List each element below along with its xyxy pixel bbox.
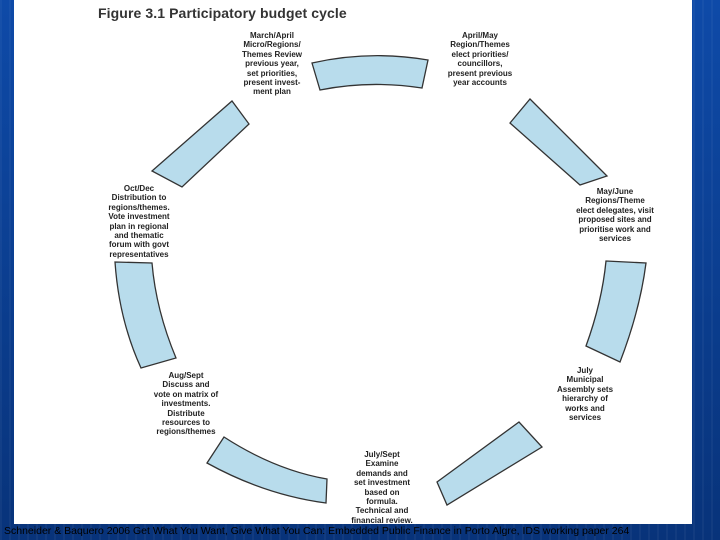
stage-april-may: April/May Region/Themes elect priorities… (432, 31, 528, 87)
stage-text: Distribution to regions/themes. Vote inv… (108, 193, 170, 259)
arc-segment-july-sept (206, 436, 328, 504)
stage-oct-dec: Oct/Dec Distribution to regions/themes. … (94, 184, 184, 259)
stage-heading: Aug/Sept (168, 371, 204, 380)
arc-segment-may-june (585, 260, 647, 363)
arc-segment-april-may-top (311, 55, 429, 91)
arc-segment-march-april (150, 100, 250, 188)
stage-may-june: May/June Regions/Theme elect delegates, … (560, 187, 670, 243)
stage-aug-sept: Aug/Sept Discuss and vote on matrix of i… (138, 371, 234, 437)
stage-text: Examine demands and set investment based… (351, 459, 413, 525)
stage-heading: Oct/Dec (123, 184, 155, 193)
arc-segment-july (436, 421, 544, 506)
stage-march-april: March/April Micro/Regions/ Themes Review… (224, 31, 320, 97)
arc-segment-april-may-right (509, 98, 609, 186)
stage-heading: July/Sept (364, 450, 400, 459)
stage-text: Regions/Theme elect delegates, visit pro… (576, 196, 654, 244)
stage-july: July Municipal Assembly sets hierarchy o… (540, 366, 630, 422)
stage-july-sept: July/Sept Examine demands and set invest… (336, 450, 428, 525)
figure-title: Figure 3.1 Participatory budget cycle (98, 5, 347, 21)
stage-text: Municipal Assembly sets hierarchy of wor… (556, 375, 614, 423)
stage-text: Region/Themes elect priorities/ councill… (447, 40, 513, 88)
source-caption: Schneider & Baquero 2006 Get What You Wa… (4, 525, 630, 537)
stage-heading: April/May (461, 31, 498, 40)
stage-heading: March/April (249, 31, 294, 40)
stage-heading: July (576, 366, 593, 375)
stage-text: Discuss and vote on matrix of investment… (153, 380, 219, 437)
stage-text: Micro/Regions/ Themes Review previous ye… (241, 40, 303, 97)
arc-segment-aug-oct (114, 261, 177, 369)
stage-heading: May/June (596, 187, 634, 196)
